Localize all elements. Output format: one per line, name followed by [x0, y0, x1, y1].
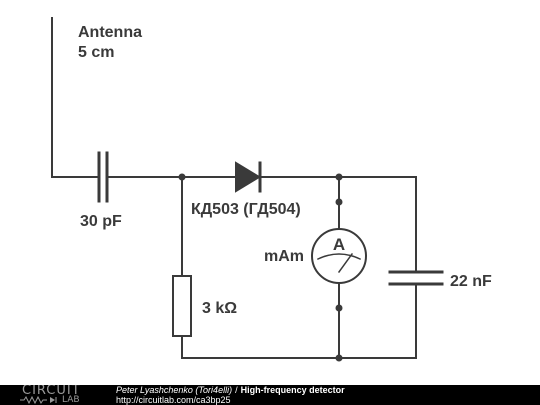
- ammeter-unit-label: mAm: [264, 248, 304, 265]
- circuit-url[interactable]: http://circuitlab.com/ca3bp25: [116, 395, 231, 405]
- antenna-length-label: 5 cm: [78, 44, 114, 61]
- logo-top-text: CIRCUIT: [22, 385, 81, 398]
- junction-dot-ammeter-top: [335, 173, 343, 181]
- junction-dot-ammeter-lead-top: [335, 198, 343, 206]
- ammeter-needle: [337, 252, 354, 274]
- circuitlab-logo[interactable]: CIRCUIT LAB: [18, 385, 98, 405]
- author-name[interactable]: Peter Lyashchenko (Tori4elli): [116, 385, 233, 395]
- ammeter-symbol: A: [333, 235, 345, 254]
- resistor-label: 3 kΩ: [202, 300, 237, 317]
- logo-waveform-icon: [20, 396, 57, 404]
- resistor-body: [172, 275, 192, 337]
- logo-bottom-text: LAB: [62, 395, 80, 405]
- credit-line: Peter Lyashchenko (Tori4elli)/High-frequ…: [116, 385, 345, 395]
- junction-dot-ammeter-bottom: [335, 354, 343, 362]
- diode-label: КД503 (ГД504): [191, 201, 301, 218]
- input-capacitor-label: 30 pF: [80, 213, 122, 230]
- junction-dot-ammeter-lead-bottom: [335, 304, 343, 312]
- output-capacitor-label: 22 nF: [450, 273, 492, 290]
- circuit-title[interactable]: High-frequency detector: [240, 385, 345, 395]
- ammeter-scale-arc: [317, 253, 361, 260]
- junction-dot-resistor-top: [178, 173, 186, 181]
- circuit-schematic: Antenna 5 cm 30 pF КД503 (ГД504) 3 kΩ mA…: [51, 17, 492, 362]
- antenna-name-label: Antenna: [78, 24, 142, 41]
- diode-triangle: [235, 161, 261, 193]
- footer-bar: CIRCUIT LAB Peter Lyashchenko (Tori4elli…: [0, 385, 540, 405]
- credit-separator: /: [235, 385, 238, 395]
